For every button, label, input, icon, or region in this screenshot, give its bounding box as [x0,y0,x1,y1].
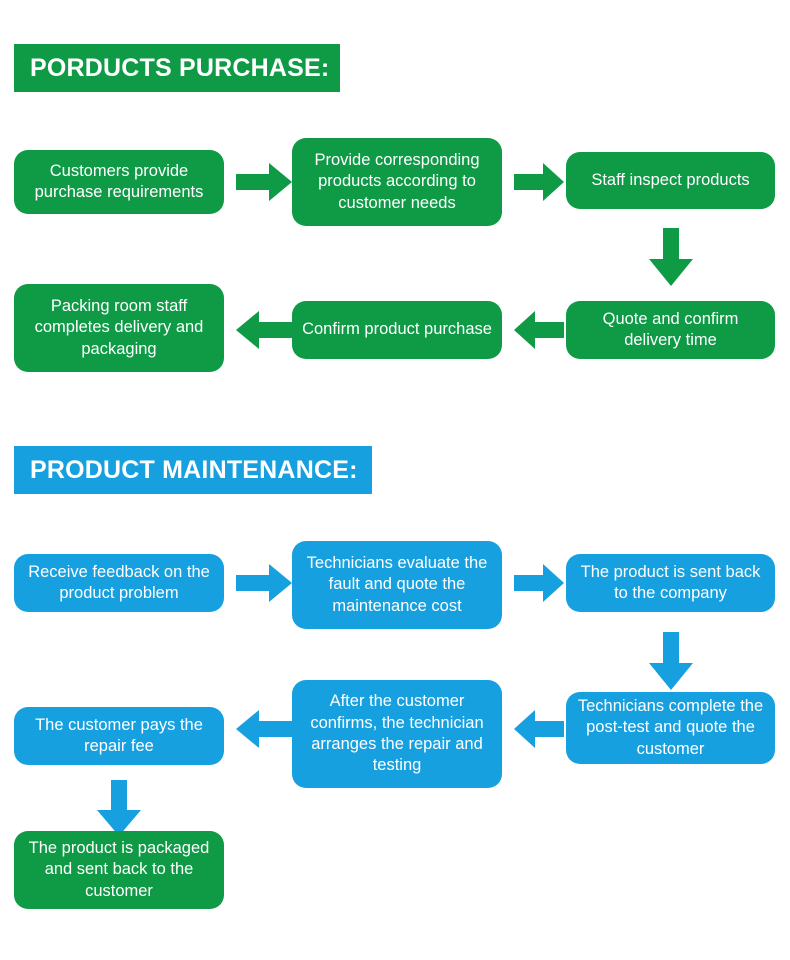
section-banner-purchase: PORDUCTS PURCHASE: [14,44,340,92]
arrow-right-maintenance-2 [514,564,564,602]
node-packing-room-staff-completes-delivery[interactable]: Packing room staff completes delivery an… [14,284,224,372]
arrow-down-maintenance-2 [97,780,141,836]
arrow-left-purchase-2 [236,311,292,349]
arrow-left-maintenance-1 [514,710,564,748]
arrow-down-maintenance-1 [649,632,693,690]
node-confirm-product-purchase[interactable]: Confirm product purchase [292,301,502,359]
arrow-right-purchase-1 [236,163,292,201]
node-product-packaged-sent-back-to-customer[interactable]: The product is packaged and sent back to… [14,831,224,909]
section-banner-maintenance: PRODUCT MAINTENANCE: [14,446,372,494]
node-staff-inspect-products[interactable]: Staff inspect products [566,152,775,209]
node-customers-provide-purchase-requirements[interactable]: Customers provide purchase requirements [14,150,224,214]
node-receive-feedback-on-product-problem[interactable]: Receive feedback on the product problem [14,554,224,612]
arrow-right-maintenance-1 [236,564,292,602]
arrow-right-purchase-2 [514,163,564,201]
node-customer-pays-repair-fee[interactable]: The customer pays the repair fee [14,707,224,765]
node-quote-and-confirm-delivery-time[interactable]: Quote and confirm delivery time [566,301,775,359]
node-technicians-complete-post-test[interactable]: Technicians complete the post-test and q… [566,692,775,764]
node-technicians-evaluate-fault[interactable]: Technicians evaluate the fault and quote… [292,541,502,629]
arrow-left-maintenance-2 [236,710,292,748]
node-after-customer-confirms-technician-arranges[interactable]: After the customer confirms, the technic… [292,680,502,788]
node-provide-corresponding-products[interactable]: Provide corresponding products according… [292,138,502,226]
arrow-left-purchase-1 [514,311,564,349]
arrow-down-purchase-1 [649,228,693,286]
node-product-sent-back-to-company[interactable]: The product is sent back to the company [566,554,775,612]
